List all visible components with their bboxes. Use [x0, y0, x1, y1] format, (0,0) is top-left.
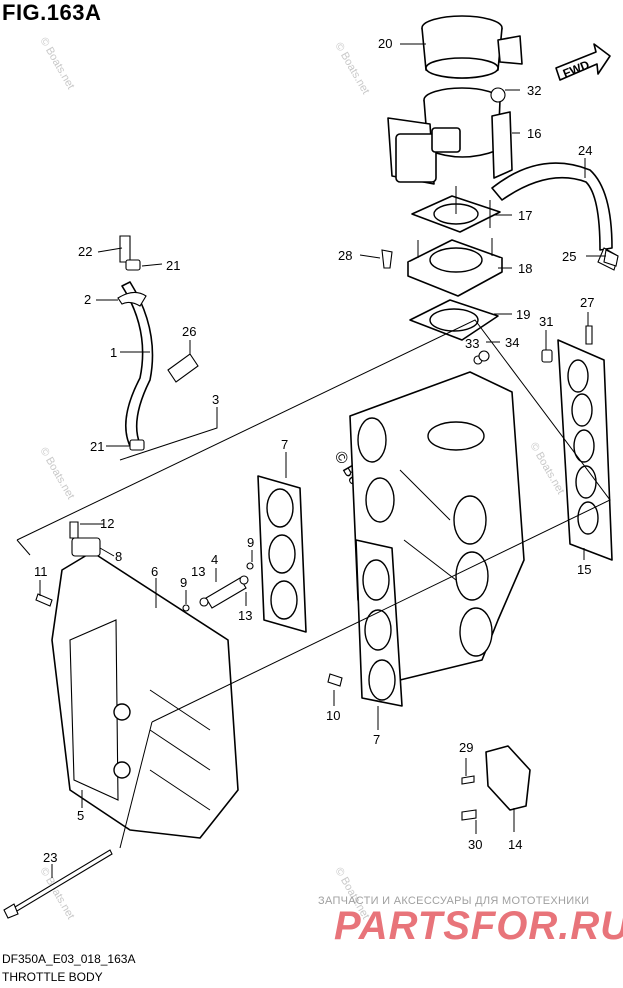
- connector-pipes: [182, 562, 254, 612]
- figure-title: FIG.163A: [2, 0, 102, 25]
- callout-17: 17: [518, 208, 532, 223]
- callout-32: 32: [527, 83, 541, 98]
- callout-13-bottom: 13: [238, 608, 252, 623]
- watermark-text: © Boats.net: [332, 41, 371, 97]
- callout-21-top: 21: [166, 258, 180, 273]
- callout-25: 25: [562, 249, 576, 264]
- callout-22: 22: [78, 244, 92, 259]
- small-fasteners: [381, 249, 619, 365]
- bracket-14: [461, 745, 531, 821]
- callout-2: 2: [84, 292, 91, 307]
- fwd-label: FWD: [561, 57, 592, 80]
- manifold-assembly-outline: [16, 319, 611, 849]
- callout-7-left: 7: [281, 437, 288, 452]
- throttle-body-group: [387, 15, 523, 185]
- callout-13-top: 13: [191, 564, 205, 579]
- callout-20: 20: [378, 36, 392, 51]
- callout-29: 29: [459, 740, 473, 755]
- model-code: DF350A_E03_018_163A: [2, 952, 136, 966]
- callout-23: 23: [43, 850, 57, 865]
- callout-3: 3: [212, 392, 219, 407]
- watermark-text: © Boats.net: [37, 446, 76, 502]
- hose-24: [491, 162, 619, 271]
- callout-labels: 20 32 16 24 17 28 25 18 27 19 31 33 34 1…: [34, 36, 594, 865]
- callout-19: 19: [516, 307, 530, 322]
- callout-24: 24: [578, 143, 592, 158]
- leader-lines: [39, 43, 606, 878]
- callout-34: 34: [505, 335, 519, 350]
- watermark-text: © Boats.net: [37, 36, 76, 92]
- callout-33: 33: [465, 336, 479, 351]
- watermark-text: © Boats.net: [527, 441, 566, 497]
- callout-28: 28: [338, 248, 352, 263]
- callout-4: 4: [211, 552, 218, 567]
- callout-16: 16: [527, 126, 541, 141]
- callout-12: 12: [100, 516, 114, 531]
- callout-1: 1: [110, 345, 117, 360]
- stud-dowel: [541, 325, 593, 363]
- callout-26: 26: [182, 324, 196, 339]
- callout-31: 31: [539, 314, 553, 329]
- gasket-15: [557, 339, 613, 561]
- hose-1-assembly: [117, 235, 199, 451]
- callout-6: 6: [151, 564, 158, 579]
- adaptor-18: [407, 238, 503, 297]
- long-bolt-23: [3, 849, 113, 919]
- callout-15: 15: [577, 562, 591, 577]
- callout-21-bottom: 21: [90, 439, 104, 454]
- gasket-17: [411, 186, 501, 233]
- callout-27: 27: [580, 295, 594, 310]
- gasket-7-center: [355, 539, 403, 707]
- sensor-and-bolts: [35, 521, 343, 687]
- callout-9-right: 9: [247, 535, 254, 550]
- section-name: THROTTLE BODY: [2, 970, 103, 984]
- brand-subtitle: ЗАПЧАСТИ И АКСЕССУАРЫ ДЛЯ МОТОТЕХНИКИ: [318, 895, 590, 907]
- gasket-19: [409, 299, 499, 341]
- callout-18: 18: [518, 261, 532, 276]
- forward-arrow-icon: FWD: [555, 43, 611, 81]
- callout-11: 11: [34, 564, 48, 579]
- callout-9-left: 9: [180, 575, 187, 590]
- callout-8: 8: [115, 549, 122, 564]
- callout-5: 5: [77, 808, 84, 823]
- callout-30: 30: [468, 837, 482, 852]
- surge-tank-cover: [51, 551, 239, 839]
- gasket-7-left: [257, 475, 307, 633]
- callout-10: 10: [326, 708, 340, 723]
- callout-7-center: 7: [373, 732, 380, 747]
- callout-14: 14: [508, 837, 522, 852]
- brand-logo: PARTSFOR.RU: [334, 904, 623, 948]
